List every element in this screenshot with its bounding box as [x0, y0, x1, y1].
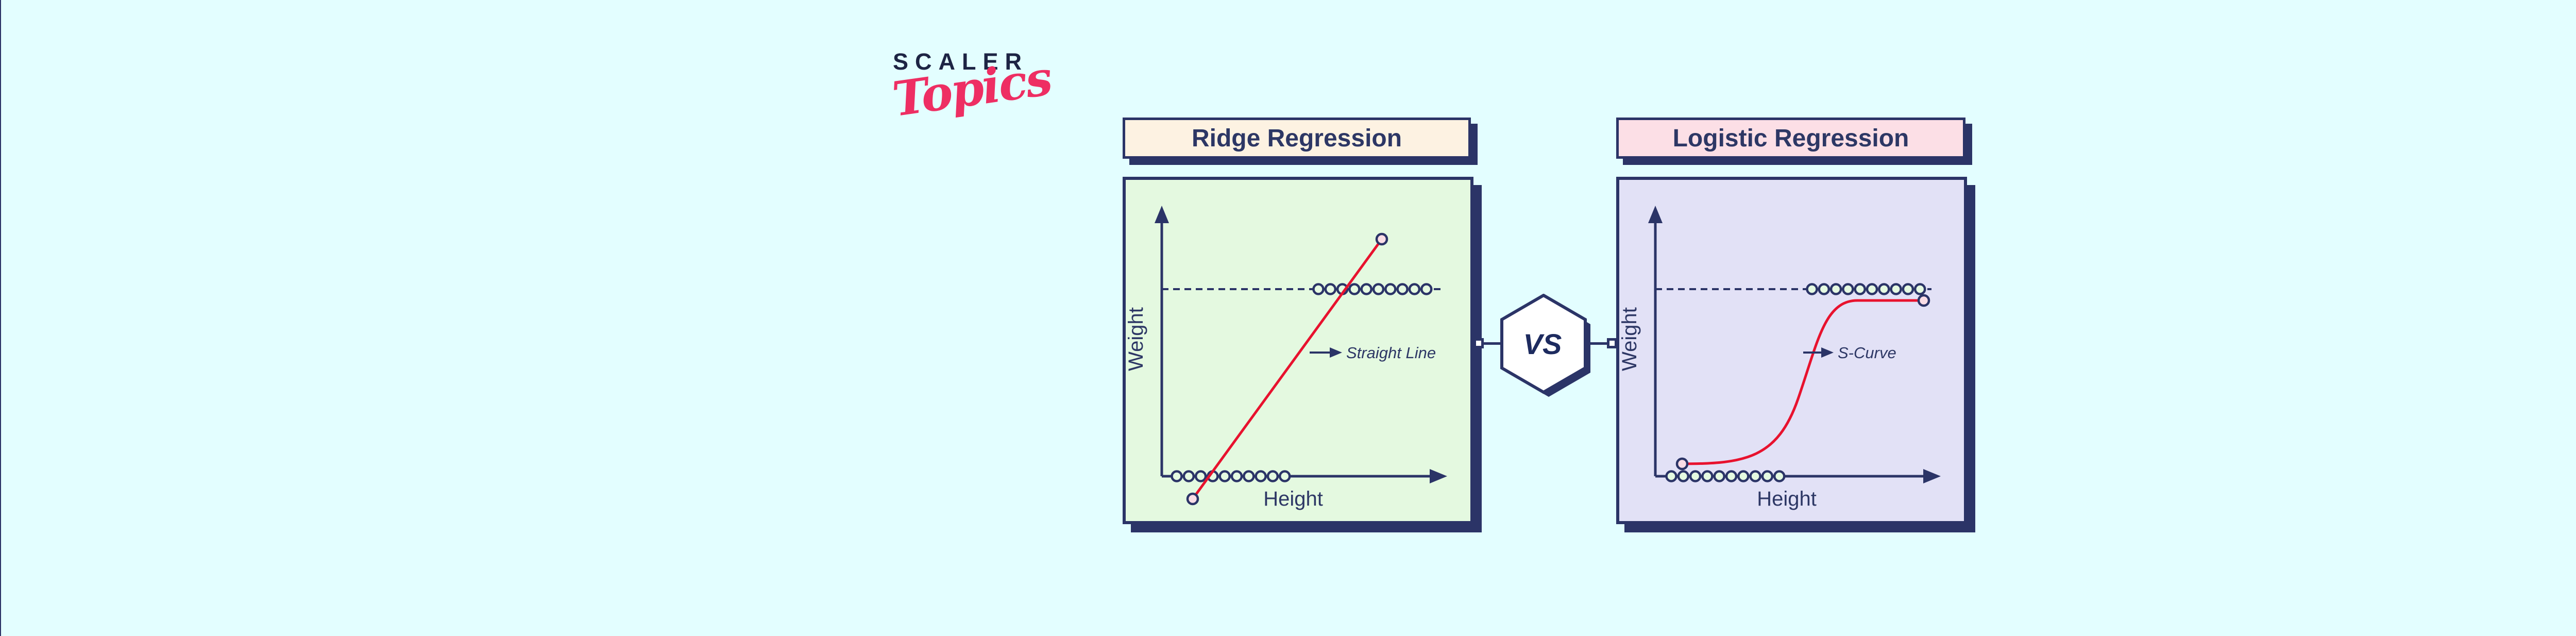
data-point	[1194, 470, 1207, 482]
data-point	[1806, 283, 1818, 295]
upper-data-points	[1312, 283, 1433, 295]
data-point	[1408, 283, 1421, 295]
data-point	[1890, 283, 1902, 295]
ridge-regression-panel: Straight Line Weight Height	[1123, 177, 1473, 524]
logo-brand-text: SCALER	[893, 48, 1029, 75]
hexagon-shape	[1500, 294, 1587, 394]
data-point	[1665, 470, 1677, 482]
data-point	[1713, 470, 1725, 482]
y-axis-label: Weight	[1126, 307, 1147, 371]
y-axis-label: Weight	[1619, 307, 1641, 371]
data-point	[1312, 283, 1325, 295]
data-point	[1866, 283, 1878, 295]
logistic-regression-title: Logistic Regression	[1672, 124, 1909, 152]
data-point	[1913, 283, 1926, 295]
data-point	[1348, 283, 1361, 295]
data-point	[1829, 283, 1842, 295]
data-point	[1902, 283, 1914, 295]
data-point	[1230, 470, 1243, 482]
data-point	[1878, 283, 1890, 295]
x-axis-arrow-icon	[1923, 469, 1941, 483]
y-axis-arrow-icon	[1648, 206, 1663, 223]
line-endpoint-low	[1186, 492, 1199, 506]
vs-hexagon: VS	[1500, 294, 1590, 397]
data-point	[1360, 283, 1372, 295]
line-endpoint-high	[1375, 232, 1388, 246]
data-point	[1324, 283, 1337, 295]
data-point	[1689, 470, 1702, 482]
x-axis-label: Height	[1263, 488, 1323, 510]
data-point	[1749, 470, 1761, 482]
data-point	[1243, 470, 1255, 482]
data-point	[1761, 470, 1774, 482]
data-point	[1420, 283, 1433, 295]
straight-line-annotation: Straight Line	[1346, 344, 1436, 362]
connector-line-left	[1473, 342, 1503, 345]
data-point	[1278, 470, 1291, 482]
scaler-topics-logo: SCALER Topics	[889, 48, 1054, 127]
screen-edge-line	[0, 0, 1, 636]
data-point	[1182, 470, 1195, 482]
data-point	[1773, 470, 1786, 482]
data-point	[1372, 283, 1385, 295]
data-point	[1737, 470, 1750, 482]
y-axis-arrow-icon	[1155, 206, 1169, 223]
data-point	[1266, 470, 1279, 482]
vs-label: VS	[1523, 328, 1562, 360]
connector-node-right	[1607, 338, 1617, 348]
connector-node-left	[1473, 338, 1484, 348]
data-point	[1396, 283, 1409, 295]
data-point	[1701, 470, 1714, 482]
s-curve-fit	[1681, 299, 1925, 465]
upper-data-points	[1806, 283, 1926, 295]
s-curve-annotation: S-Curve	[1838, 344, 1896, 362]
data-point	[1725, 470, 1738, 482]
curve-endpoint-high	[1917, 294, 1930, 307]
data-point	[1384, 283, 1397, 295]
straight-line-fit	[1191, 238, 1383, 500]
ridge-regression-title: Ridge Regression	[1191, 124, 1402, 152]
ridge-regression-title-box: Ridge Regression	[1123, 118, 1471, 159]
data-point	[1255, 470, 1267, 482]
logistic-regression-panel: S-Curve Weight Height	[1616, 177, 1967, 524]
data-point	[1842, 283, 1854, 295]
data-point	[1818, 283, 1831, 295]
baseline-data-points	[1665, 470, 1786, 482]
data-point	[1218, 470, 1231, 482]
annotation-arrowhead-icon	[1821, 347, 1834, 358]
data-point	[1171, 470, 1183, 482]
annotation-arrowhead-icon	[1330, 347, 1342, 358]
data-point	[1677, 470, 1690, 482]
ridge-regression-chart: Straight Line Weight Height	[1126, 206, 1447, 510]
baseline-data-points	[1171, 470, 1291, 482]
data-point	[1854, 283, 1866, 295]
x-axis-label: Height	[1757, 488, 1817, 510]
logistic-regression-title-box: Logistic Regression	[1616, 118, 1965, 159]
curve-endpoint-low	[1675, 457, 1689, 471]
connector-line-right	[1585, 342, 1618, 345]
x-axis-arrow-icon	[1430, 469, 1447, 483]
logistic-regression-chart: S-Curve Weight Height	[1619, 206, 1941, 510]
